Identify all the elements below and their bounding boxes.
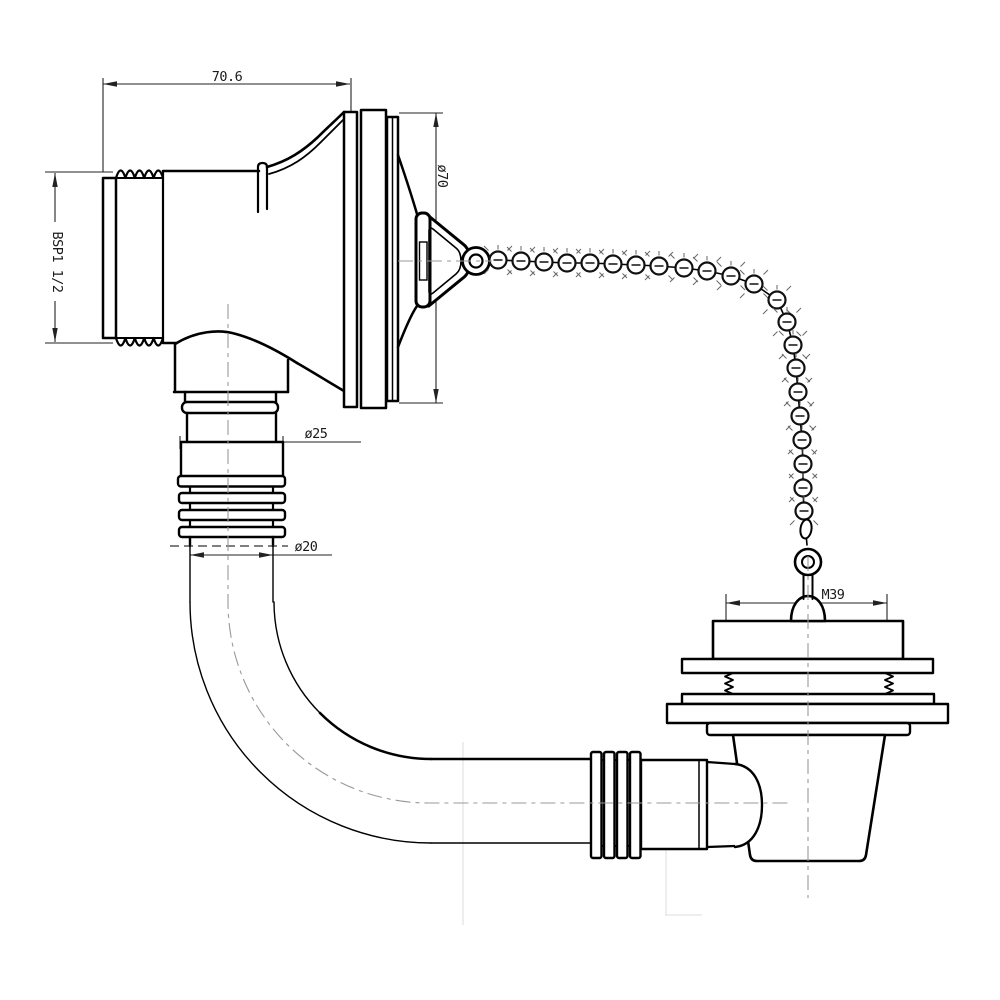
waste-thread-right: [884, 672, 894, 695]
dimension-o70-label: ø70: [434, 165, 450, 188]
dimension-bsp: [45, 171, 113, 344]
body-neck: [161, 161, 269, 345]
dimension-labels: 70.6 ø70 BSP1 1/2 ø25 ø20 M39: [49, 69, 845, 603]
overflow-elbow-body: [101, 110, 346, 548]
waste-thread-left: [724, 672, 734, 695]
outlet-pipe-centerline: [227, 304, 790, 804]
bsp-thread-connection: [101, 169, 165, 347]
dimension-bsp-label: BSP1 1/2: [49, 231, 65, 292]
body-bell: [173, 110, 346, 393]
overflow-plug: [414, 211, 491, 309]
overflow-flange: [342, 108, 419, 410]
bath-waste-assembly: [589, 547, 950, 863]
outlet-block: [172, 342, 290, 444]
plug-chain: [482, 243, 820, 546]
dimension-m39-label: M39: [822, 587, 845, 603]
chain-end-link: [799, 518, 813, 540]
inlet-corrugated-connector: [589, 750, 764, 860]
outlet-pipe-bend: [189, 545, 593, 844]
dimension-70-6-label: 70.6: [212, 69, 243, 85]
dimension-70-6: [102, 78, 352, 172]
dimension-o20-label: ø20: [295, 539, 318, 555]
centerlines: [227, 260, 809, 898]
dimension-o25-label: ø25: [305, 426, 328, 442]
waste-cup: [731, 733, 887, 863]
dimension-lines: [45, 78, 888, 620]
dimension-o20: [190, 552, 332, 558]
outlet-corrugated-connector: [170, 440, 288, 548]
